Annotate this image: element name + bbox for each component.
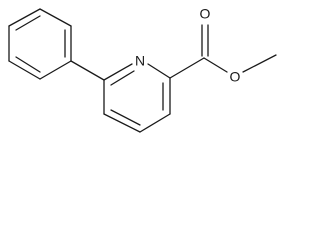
bond <box>139 113 171 133</box>
bond <box>8 8 41 27</box>
bond <box>8 60 41 80</box>
bond <box>203 57 228 73</box>
pyridine-ring <box>103 63 171 133</box>
methyl-ester-group <box>169 24 277 79</box>
biaryl-bond <box>70 60 105 81</box>
carbonyl-oxygen-label: O <box>200 6 211 22</box>
bond <box>39 60 72 80</box>
nitrogen-label: N <box>135 53 145 69</box>
bond <box>242 54 277 73</box>
bond <box>39 8 72 27</box>
double-bond-inner <box>15 15 41 31</box>
bond <box>169 57 205 79</box>
ester-oxygen-label: O <box>230 69 241 85</box>
bond <box>103 113 141 133</box>
double-bond-inner <box>110 109 141 126</box>
bond <box>147 63 171 79</box>
double-bond-inner <box>15 56 41 73</box>
chemical-structure-diagram: N O O <box>8 6 277 133</box>
phenyl-ring <box>8 8 72 80</box>
bond <box>103 63 133 81</box>
double-bond-inner <box>110 70 135 86</box>
